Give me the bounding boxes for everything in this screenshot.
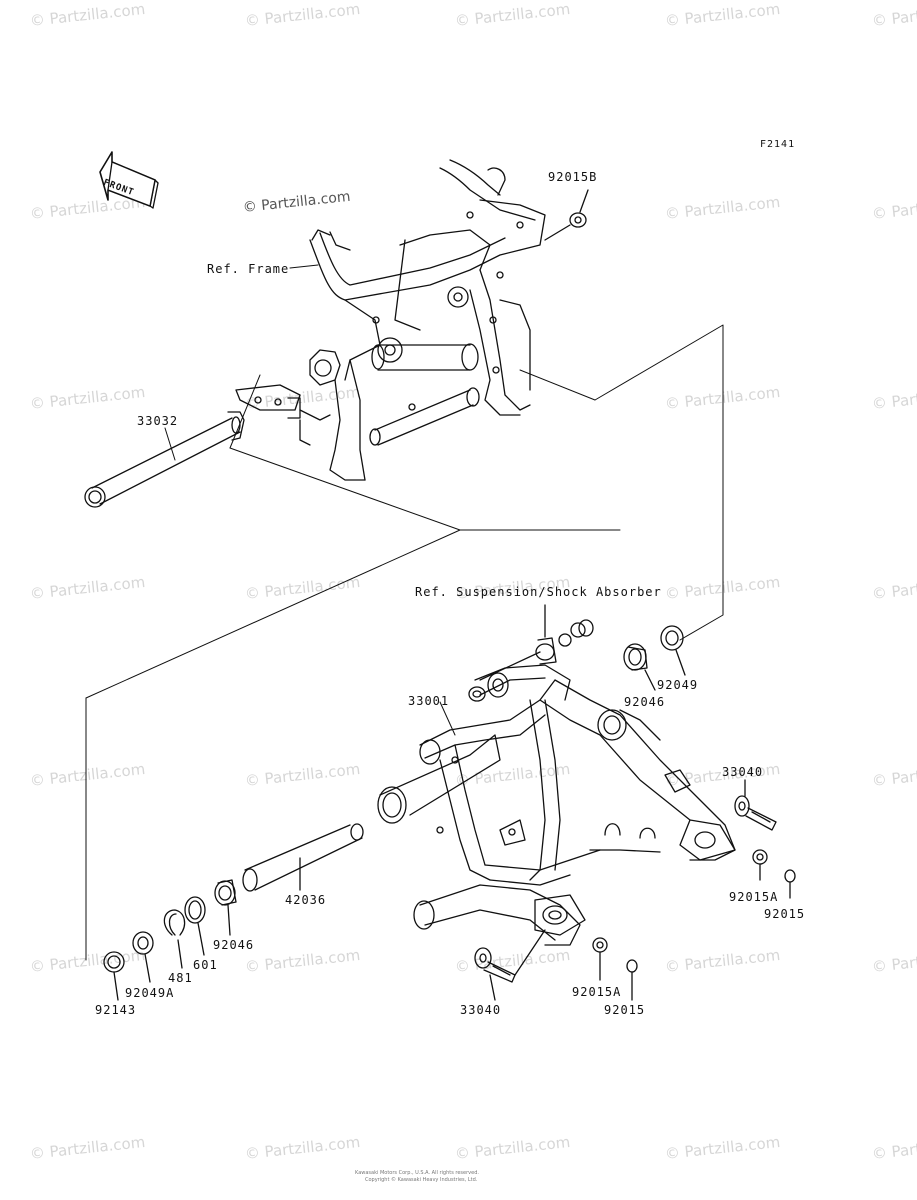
- ring-601: [184, 896, 206, 956]
- nut-92015B: [544, 189, 589, 241]
- bolt-33040-right: [734, 779, 777, 831]
- part-label-601[interactable]: 601: [193, 958, 218, 972]
- figure-code: F2141: [760, 139, 796, 150]
- front-arrow-icon: [99, 151, 159, 209]
- frame-drawing: [235, 159, 546, 481]
- part-label-92049A[interactable]: 92049A: [125, 986, 175, 1000]
- part-label-92015-bottom[interactable]: 92015: [604, 1003, 646, 1017]
- snap-ring-481: [163, 909, 186, 969]
- part-label-42036[interactable]: 42036: [285, 893, 327, 907]
- bolt-33040-bottom: [474, 929, 546, 1001]
- part-label-33040-right[interactable]: 33040: [722, 765, 764, 779]
- part-label-92046-lower[interactable]: 92046: [213, 938, 255, 952]
- nut-92015A-right: [752, 849, 768, 881]
- part-label-92049[interactable]: 92049: [657, 678, 699, 692]
- part-label-92015-right[interactable]: 92015: [764, 907, 806, 921]
- nut-92015-bottom: [626, 959, 638, 1001]
- copyright-line: Copyright © Kawasaki Heavy Industries, L…: [365, 1177, 478, 1183]
- swingarm-drawing: [377, 664, 736, 946]
- bearing-92046-lower: [214, 879, 237, 936]
- nut-92015A-bottom: [592, 937, 608, 981]
- nut-92015-right: [784, 869, 796, 899]
- part-label-92015A-bottom[interactable]: 92015A: [572, 985, 622, 999]
- bearing-92046-upper: [623, 643, 656, 691]
- part-label-33001[interactable]: 33001: [408, 694, 450, 708]
- part-label-33032[interactable]: 33032: [137, 414, 179, 428]
- ref-frame-label: Ref. Frame: [207, 262, 290, 276]
- part-label-481[interactable]: 481: [168, 971, 193, 985]
- part-label-92046-upper[interactable]: 92046: [624, 695, 666, 709]
- part-label-92015A-right[interactable]: 92015A: [729, 890, 779, 904]
- shock-hardware: [468, 604, 594, 702]
- part-label-33040-bottom[interactable]: 33040: [460, 1003, 502, 1017]
- seal-92049A: [132, 931, 154, 983]
- reference-box: [85, 324, 724, 961]
- leader-lines: [164, 264, 456, 736]
- part-label-92143[interactable]: 92143: [95, 1003, 137, 1017]
- sleeve-42036: [242, 823, 364, 892]
- seal-92049-upper: [660, 625, 686, 676]
- pivot-shaft-33032: [84, 411, 245, 508]
- collar-92143: [103, 951, 125, 1001]
- ref-shock-label: Ref. Suspension/Shock Absorber: [415, 585, 662, 599]
- part-label-92015B[interactable]: 92015B: [548, 170, 598, 184]
- copyright-line: Kawasaki Motors Corp., U.S.A. All rights…: [355, 1170, 479, 1176]
